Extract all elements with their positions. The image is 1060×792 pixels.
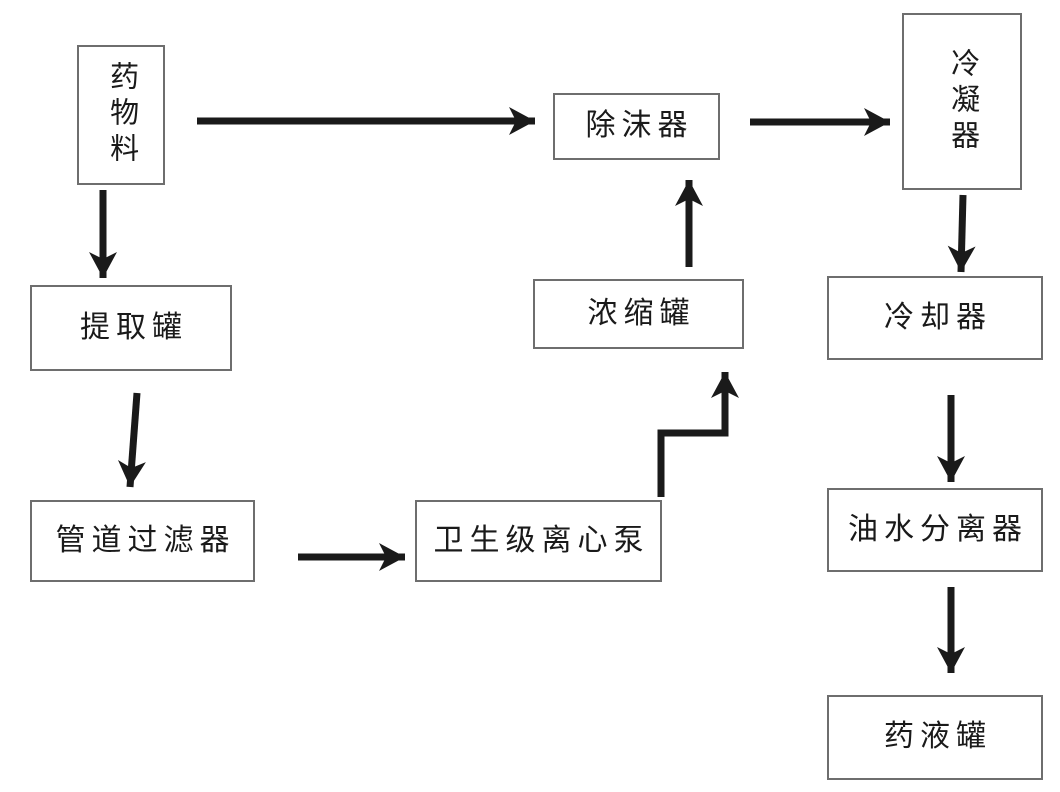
node-drug-material: 药物料	[77, 45, 165, 185]
node-extraction-tank: 提取罐	[30, 285, 232, 371]
node-concentration-tank: 浓缩罐	[533, 279, 744, 349]
node-cooler: 冷却器	[827, 276, 1043, 360]
edge-pump-to-concentration-tank	[657, 372, 739, 497]
node-demister: 除沫器	[553, 93, 720, 160]
edge-extraction-tank-to-pipeline-filter	[117, 392, 146, 488]
node-pipeline-filter: 管道过滤器	[30, 500, 255, 582]
node-liquid-medicine-tank: 药液罐	[827, 695, 1043, 780]
node-condenser: 冷凝器	[902, 13, 1022, 190]
node-oil-water-separator: 油水分离器	[827, 488, 1043, 572]
node-sanitary-centrifugal-pump: 卫生级离心泵	[415, 500, 662, 582]
edge-condenser-to-cooler	[947, 194, 976, 273]
